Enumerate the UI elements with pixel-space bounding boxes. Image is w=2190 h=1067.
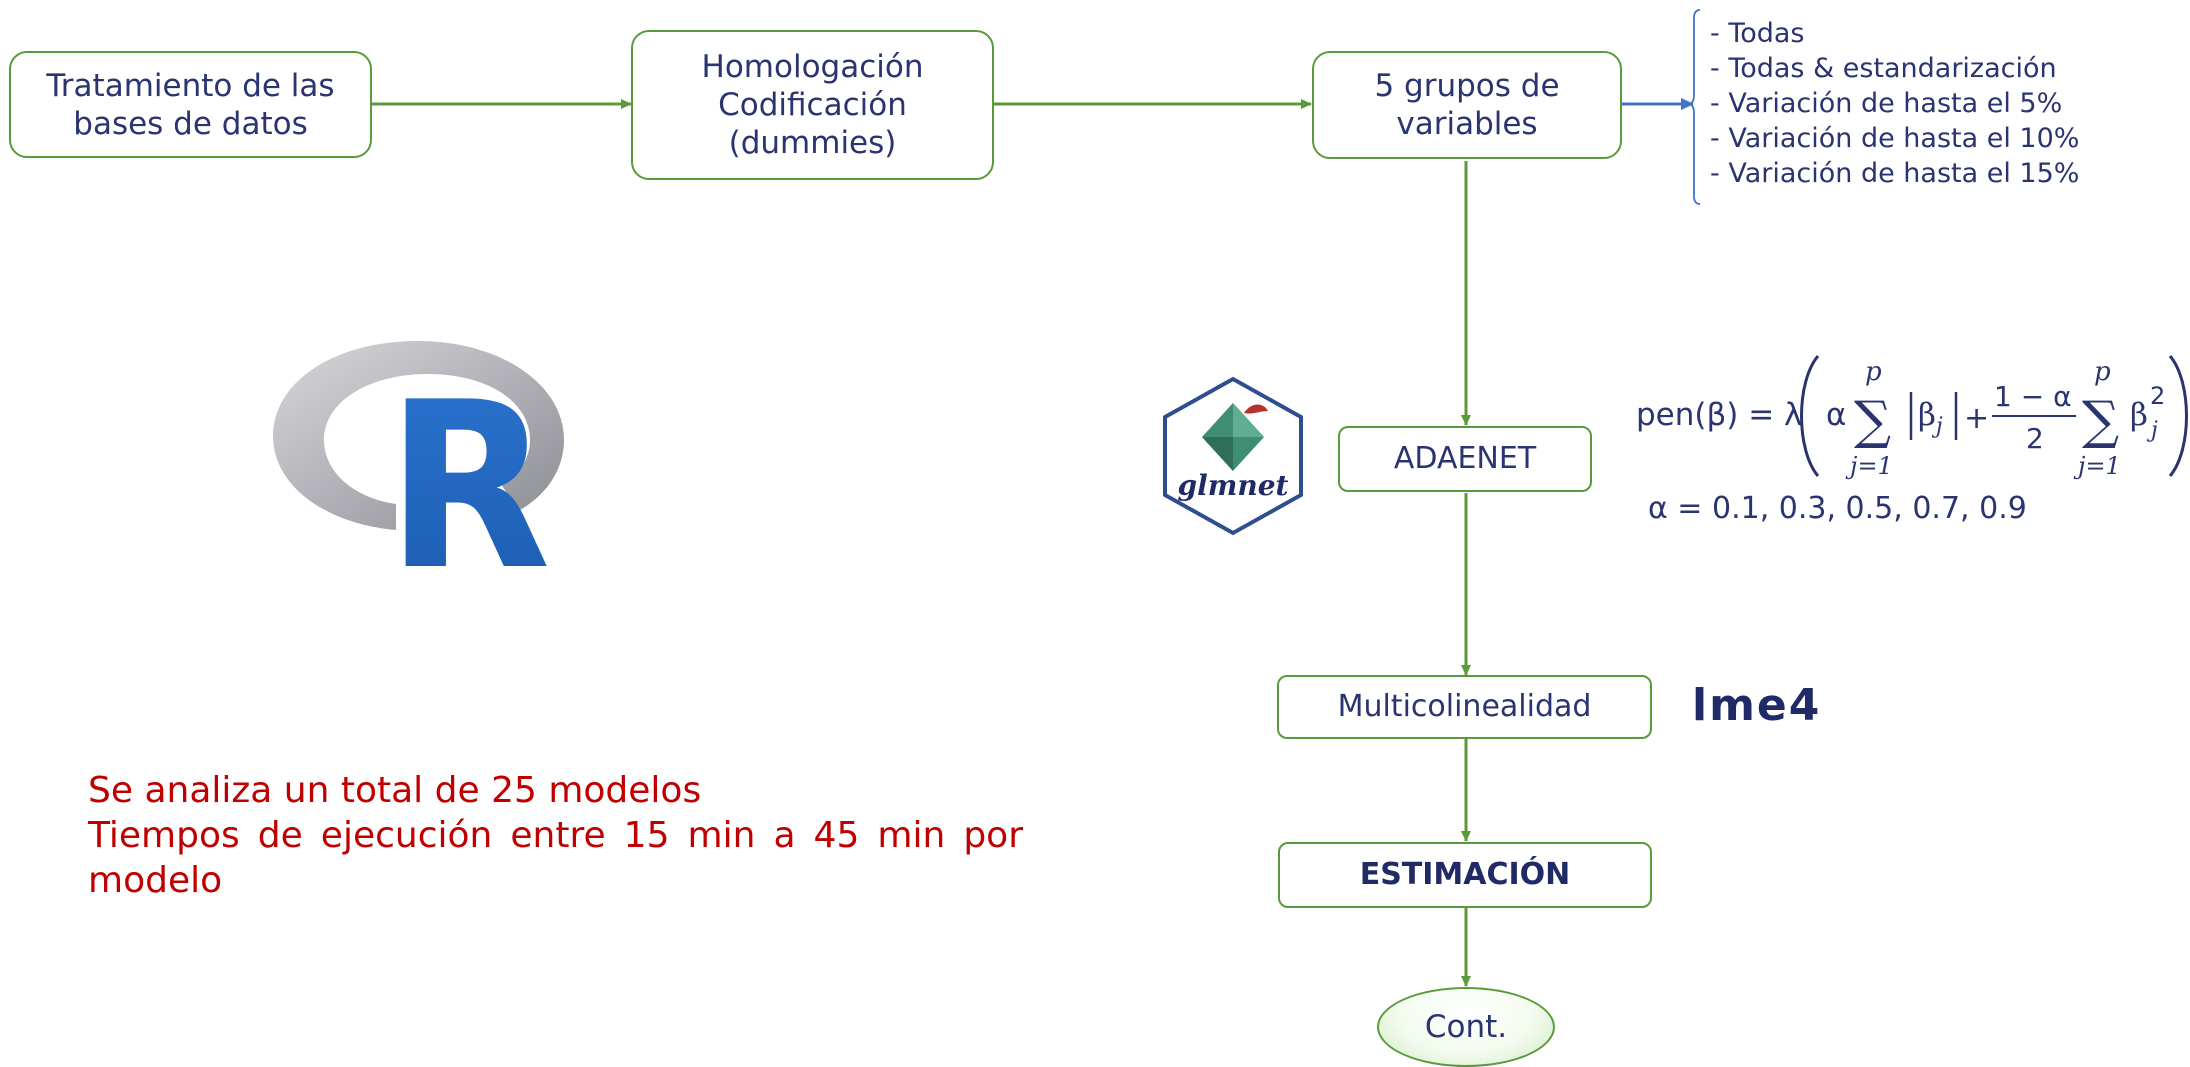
sum-sign-1: ∑	[1854, 391, 1891, 451]
models-note: Se analiza un total de 25 modelos Tiempo…	[88, 768, 1023, 903]
r-logo-letter: R	[386, 354, 551, 572]
cont-label: Cont.	[1424, 1009, 1508, 1045]
formula-right-paren	[2168, 355, 2188, 477]
grupos-label: 5 grupos de variables	[1374, 68, 1560, 142]
cont-ellipse: Cont.	[1377, 987, 1555, 1067]
tratamiento-label: Tratamiento de las bases de datos	[46, 67, 335, 142]
r-logo: R	[273, 341, 564, 572]
brace	[1687, 9, 1701, 205]
variable-group-item: - Todas	[1710, 18, 1805, 49]
alpha-values: α = 0.1, 0.3, 0.5, 0.7, 0.9	[1648, 491, 2027, 526]
estimacion-box: ESTIMACIÓN	[1278, 842, 1652, 908]
beta-squared-exponent: 2	[2150, 382, 2165, 410]
formula-plus: +	[1964, 401, 1989, 436]
homologacion-box: Homologación Codificación (dummies)	[631, 30, 994, 180]
glmnet-leaf-icon	[1244, 404, 1268, 414]
multicolinealidad-box: Multicolinealidad	[1277, 675, 1652, 739]
models-note-line1: Se analiza un total de 25 modelos	[88, 770, 702, 811]
variable-group-item: - Variación de hasta el 5%	[1710, 88, 2063, 119]
sum-sign-2: ∑	[2082, 391, 2119, 451]
lme4-label: lme4	[1692, 680, 1822, 731]
formula-alpha: α	[1826, 397, 1846, 433]
estimacion-label: ESTIMACIÓN	[1359, 857, 1571, 892]
penalty-formula: pen(β) = λ α p ∑ j=1 βj + 1 − α 2 p ∑ j=…	[1636, 355, 2188, 480]
sum-upper-2: p	[2094, 357, 2111, 387]
abs-beta: βj	[1918, 397, 1943, 439]
sum-upper-1: p	[1865, 357, 1882, 387]
variable-groups-list: - Todas - Todas & estandarización - Vari…	[1710, 16, 2079, 191]
frac-denominator: 2	[2026, 422, 2044, 455]
variable-group-item: - Variación de hasta el 15%	[1710, 158, 2080, 189]
adaenet-label: ADAENET	[1393, 441, 1537, 476]
formula-left-paren	[1800, 355, 1820, 477]
frac-numerator: 1 − α	[1994, 380, 2072, 413]
homologacion-label: Homologación Codificación (dummies)	[701, 49, 924, 161]
multicolinealidad-label: Multicolinealidad	[1337, 689, 1592, 724]
adaenet-box: ADAENET	[1338, 426, 1592, 492]
sum-lower-2: j=1	[2073, 452, 2121, 480]
sum-lower-1: j=1	[1845, 452, 1893, 480]
glmnet-label: glmnet	[1178, 469, 1289, 502]
models-note-line3: modelo	[88, 860, 223, 901]
variable-group-item: - Variación de hasta el 10%	[1710, 123, 2080, 154]
formula-lhs: pen(β) = λ	[1636, 397, 1802, 433]
variable-group-item: - Todas & estandarización	[1710, 53, 2057, 84]
glmnet-logo: glmnet	[1163, 376, 1303, 536]
beta-squared: β	[2130, 397, 2148, 433]
grupos-box: 5 grupos de variables	[1312, 51, 1622, 159]
models-note-line2: Tiempos de ejecución entre 15 min a 45 m…	[88, 815, 1023, 856]
tratamiento-box: Tratamiento de las bases de datos	[9, 51, 372, 158]
